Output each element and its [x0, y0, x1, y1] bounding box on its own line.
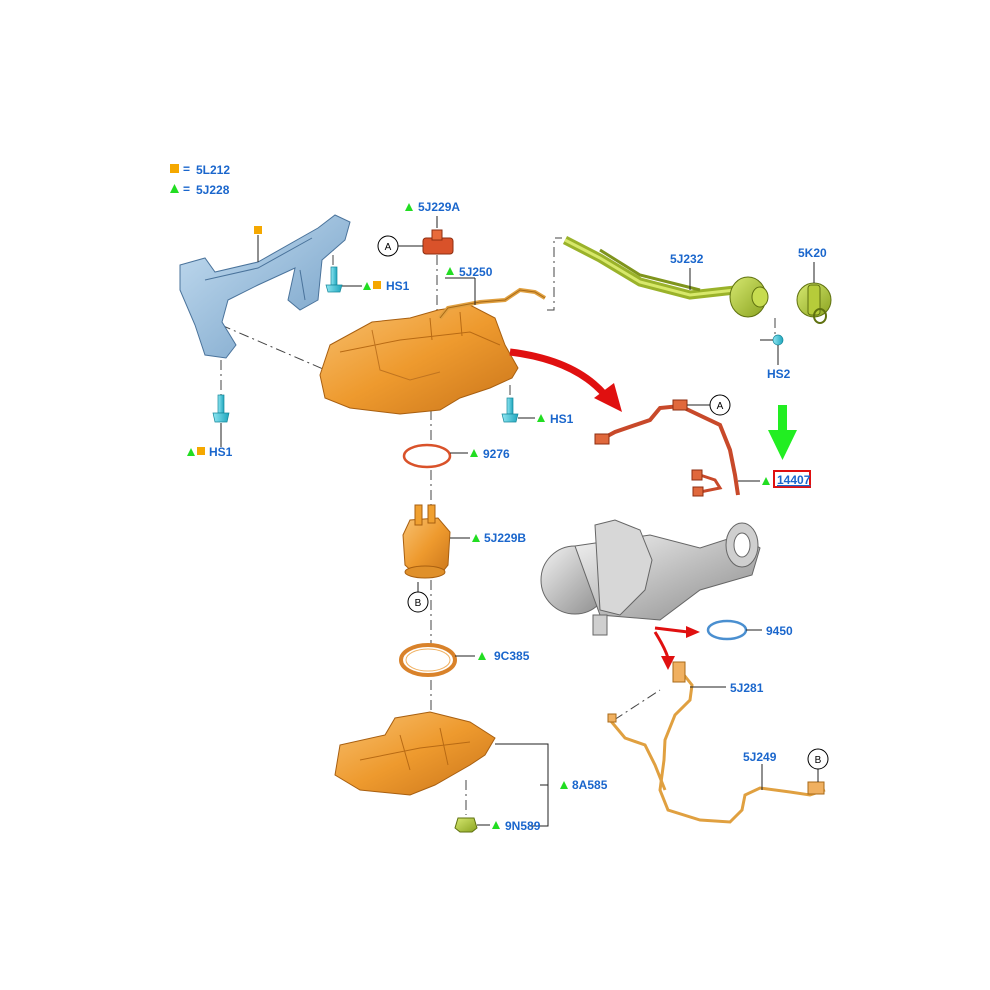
fuel-tank: 5J250 [319, 265, 547, 415]
bolt-hs1-top: HS1 [325, 266, 410, 293]
label-9276[interactable]: 9276 [483, 447, 510, 461]
filler-pipe: 5J232 [562, 235, 769, 318]
clip-9n589: 9N589 [454, 817, 541, 833]
callout-b-pump [407, 591, 429, 613]
callout-b-pump-text: B [415, 598, 422, 609]
label-9n589[interactable]: 9N589 [505, 819, 541, 833]
gasket-9450: 9450 [706, 619, 793, 641]
callout-a-top [377, 235, 399, 257]
legend: = 5L212 = 5J228 [170, 162, 230, 197]
filler-cap-5k20: 5K20 [796, 246, 832, 324]
callout-a-top-text: A [385, 242, 392, 253]
label-5j281[interactable]: 5J281 [730, 681, 764, 695]
callout-b-harness [807, 748, 829, 770]
label-hs1-left[interactable]: HS1 [209, 445, 233, 459]
fuel-pump-5j229b: 5J229B B [402, 504, 526, 613]
bracket-square-marker-icon [254, 226, 262, 234]
label-hs2[interactable]: HS2 [767, 367, 791, 381]
exhaust-catalyst [540, 519, 761, 636]
bolt-hs1-tank: HS1 [501, 397, 574, 426]
part-5j229a: A 5J229A [377, 200, 460, 257]
label-5k20[interactable]: 5K20 [798, 246, 827, 260]
assembly-centerlines [220, 235, 776, 815]
label-5j229b[interactable]: 5J229B [484, 531, 526, 545]
label-8a585[interactable]: 8A585 [572, 778, 608, 792]
tank-shield-8a585: 8A585 [334, 711, 608, 827]
callout-a-harness [709, 394, 731, 416]
seal-ring-9276: 9276 [402, 443, 510, 469]
label-5j232[interactable]: 5J232 [670, 252, 704, 266]
highlight-box [773, 470, 811, 488]
label-14407[interactable]: 14407 [777, 473, 811, 487]
red-arrow-sensor-icon [653, 631, 675, 670]
square-marker-icon [170, 164, 179, 173]
callout-a-harness-text: A [717, 401, 724, 412]
bolt-hs1-left: HS1 [187, 394, 233, 459]
callout-b-harness-text: B [815, 755, 822, 766]
legend-eq: = [183, 162, 190, 176]
wiring-harness-14407: A 14407 [594, 394, 811, 497]
triangle-marker-icon [170, 184, 179, 193]
legend-triangle-code: 5J228 [196, 183, 230, 197]
label-9c385[interactable]: 9C385 [494, 649, 530, 663]
label-5j249[interactable]: 5J249 [743, 750, 777, 764]
legend-eq-2: = [183, 182, 190, 196]
label-hs1-top[interactable]: HS1 [386, 279, 410, 293]
lock-ring-9c385: 9C385 [399, 643, 530, 677]
green-down-arrow-icon [768, 405, 797, 460]
label-9450[interactable]: 9450 [766, 624, 793, 638]
legend-square-code: 5L212 [196, 163, 230, 177]
red-arrow-gasket-icon [654, 626, 700, 638]
mounting-bracket [179, 214, 351, 359]
label-5j229a[interactable]: 5J229A [418, 200, 460, 214]
red-arrow-harness-icon [509, 348, 622, 412]
sensor-harness: 5J281 5J249 B [607, 661, 829, 824]
label-5j250[interactable]: 5J250 [459, 265, 493, 279]
label-hs1-tank[interactable]: HS1 [550, 412, 574, 426]
bolt-hs2: HS2 [760, 334, 791, 381]
